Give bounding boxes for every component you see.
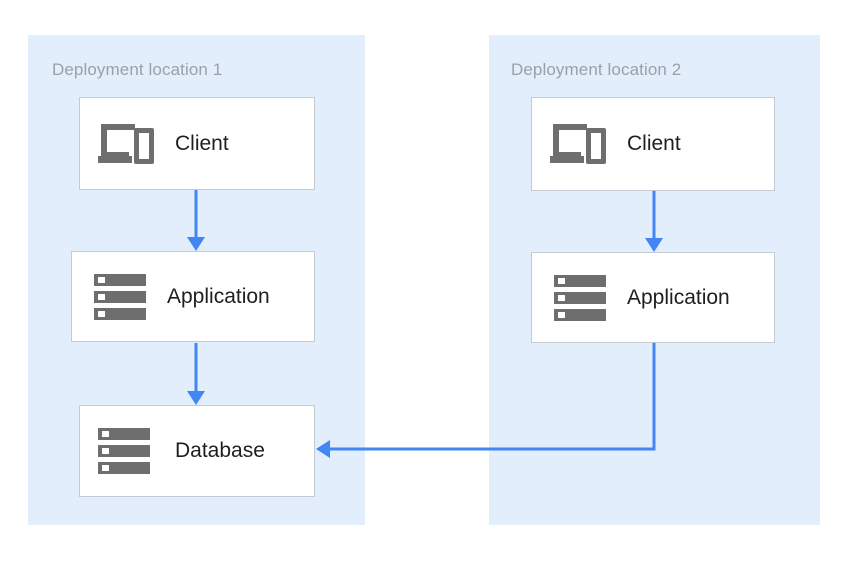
node-application-1[interactable]: Application — [71, 251, 315, 342]
node-application-2[interactable]: Application — [531, 252, 775, 343]
deployment-zone-2-label: Deployment location 2 — [511, 60, 682, 79]
node-label: Database — [175, 439, 265, 462]
server-stack-icon — [98, 428, 150, 474]
node-label: Client — [627, 132, 681, 155]
node-label: Application — [167, 284, 270, 308]
client-devices-icon — [550, 122, 606, 166]
server-stack-icon — [94, 273, 146, 320]
deployment-zone-1-label: Deployment location 1 — [52, 60, 223, 79]
node-label: Application — [627, 285, 730, 309]
node-client-2[interactable]: Client — [531, 97, 775, 191]
node-client-1[interactable]: Client — [79, 97, 315, 190]
node-database-1[interactable]: Database — [79, 405, 315, 497]
server-stack-icon — [554, 274, 606, 321]
node-label: Client — [175, 131, 229, 155]
client-devices-icon — [98, 122, 154, 166]
